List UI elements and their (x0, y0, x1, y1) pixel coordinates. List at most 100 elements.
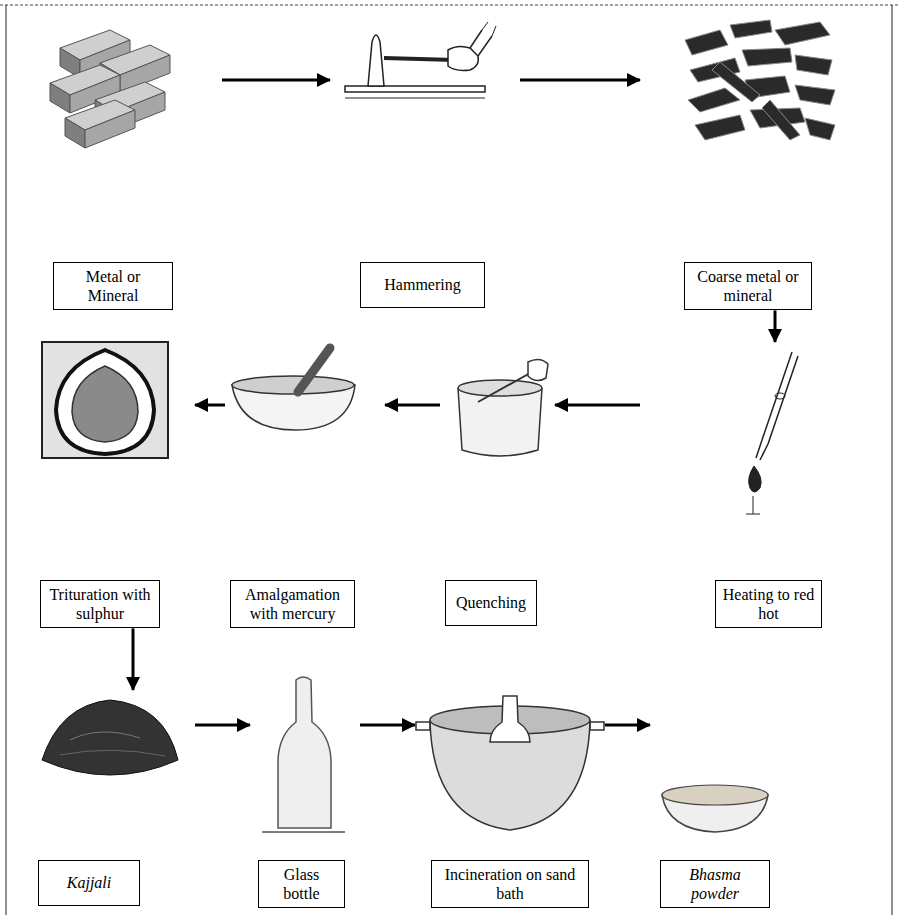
mortar-pestle (232, 348, 355, 430)
step-label-box: Hammering (360, 262, 485, 308)
hammering-sketch (368, 35, 384, 86)
step-label-box: Incineration on sand bath (431, 860, 589, 908)
figure-frame (0, 5, 898, 6)
heating-tongs (760, 444, 768, 460)
coarse-pieces (795, 85, 835, 105)
step-label: Hammering (384, 275, 460, 294)
hammering-sketch (448, 46, 478, 70)
metal-ingots (65, 100, 135, 148)
process-step: Trituration with sulphur (30, 342, 195, 628)
hammering-sketch (345, 86, 485, 92)
coarse-pieces (775, 22, 830, 45)
heating-tongs (768, 356, 798, 444)
step-label-box: Trituration with sulphur (40, 580, 160, 628)
coarse-pieces (685, 30, 728, 55)
quenching-bowl (528, 359, 548, 380)
heating-tongs (753, 496, 754, 514)
flow-arrow (195, 724, 250, 727)
sand-bath-pot (416, 696, 604, 830)
flow-arrow (222, 79, 330, 82)
kajjali-heap (42, 700, 178, 775)
sand-bath-pot (490, 696, 530, 742)
quenching-bowl (458, 380, 542, 396)
process-step: Heating to red hot (640, 342, 830, 628)
process-step: Hammering (330, 15, 520, 308)
kajjali-heap (42, 700, 178, 775)
figure-frame (892, 5, 893, 915)
flow-arrow (555, 404, 640, 407)
flow-arrow (195, 404, 225, 407)
hammering-sketch (384, 58, 455, 60)
step-label: Incineration on sand bath (438, 865, 582, 903)
step-label: Trituration with sulphur (47, 585, 153, 623)
step-label-box: Coarse metal or mineral (684, 262, 812, 310)
step-label: Coarse metal or mineral (691, 267, 805, 305)
coarse-pieces (805, 118, 835, 140)
step-label-box: Metal or Mineral (53, 262, 173, 310)
step-label: Kajjali (67, 873, 111, 892)
quenching-bowl (458, 359, 548, 456)
process-step: Amalgamation with mercury (225, 342, 385, 628)
process-step: Metal or Mineral (40, 15, 222, 310)
step-label: Amalgamation with mercury (237, 585, 348, 623)
hammering-sketch (482, 22, 488, 30)
quenching-bowl (478, 372, 532, 402)
step-label-box: Heating to red hot (715, 580, 822, 628)
flow-arrow (774, 310, 777, 342)
hammering-sketch (345, 22, 496, 98)
flow-arrow (520, 79, 640, 82)
khalva-grinder (42, 342, 168, 458)
coarse-pieces (795, 55, 832, 75)
step-label-box: Kajjali (38, 860, 140, 906)
connector-group (133, 80, 775, 725)
step-label: Metal or Mineral (60, 267, 166, 305)
coarse-pieces (712, 62, 760, 102)
coarse-pieces (762, 100, 800, 140)
quenching-bowl (458, 388, 542, 456)
khalva-grinder (72, 366, 138, 442)
process-step: Bhasma powder (650, 690, 790, 908)
sand-bath-pot (590, 722, 604, 730)
hammering-sketch (470, 30, 482, 48)
heating-tongs (775, 393, 785, 399)
mortar-pestle (232, 376, 354, 394)
bhasma-bowl (662, 785, 768, 832)
glass-bottle (262, 831, 345, 833)
heating-tongs (749, 466, 761, 492)
hammering-sketch (492, 26, 496, 36)
hammering-sketch (345, 98, 485, 99)
flow-arrow (360, 724, 415, 727)
glass-bottle (278, 677, 331, 828)
step-label: Glass bottle (265, 865, 338, 903)
figure-frame (6, 5, 7, 915)
flow-arrow (132, 628, 135, 690)
bhasma-bowl (662, 785, 768, 805)
heating-tongs (746, 352, 798, 514)
process-step: Glass bottle (250, 675, 360, 908)
khalva-grinder (56, 350, 154, 454)
step-label-box: Amalgamation with mercury (230, 580, 355, 628)
step-label: Quenching (456, 593, 526, 612)
metal-ingots (50, 30, 170, 148)
flow-arrow (605, 724, 650, 727)
heating-tongs (756, 440, 762, 458)
mortar-pestle (298, 348, 330, 392)
coarse-pieces (730, 20, 772, 38)
figure-frame (0, 5, 898, 915)
step-label-box: Bhasma powder (660, 860, 770, 908)
step-label-box: Glass bottle (258, 860, 345, 908)
coarse-pieces (695, 115, 745, 140)
flow-arrow (385, 404, 440, 407)
glass-bottle (262, 677, 345, 832)
coarse-pieces (688, 88, 740, 112)
sand-bath-pot (416, 722, 430, 730)
process-step: Kajjali (30, 690, 195, 906)
heating-tongs (762, 352, 792, 440)
kajjali-heap (60, 750, 165, 756)
process-step: Quenching (440, 342, 555, 626)
coarse-pieces (685, 20, 835, 140)
